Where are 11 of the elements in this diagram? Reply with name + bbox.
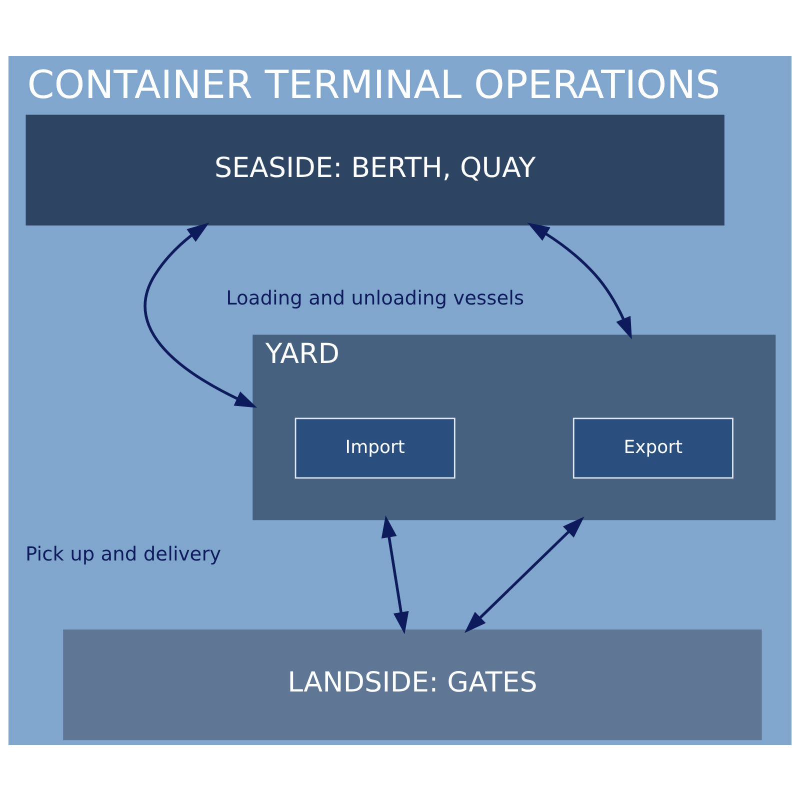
- arrow: [527, 222, 632, 340]
- label: Loading and unloading vessels: [226, 286, 524, 310]
- node-box: SEASIDE: BERTH, QUAY: [26, 114, 724, 226]
- arrow: [144, 222, 258, 408]
- arrow: [381, 515, 409, 634]
- node-box: Export: [572, 418, 734, 479]
- label: Pick up and delivery: [25, 542, 222, 566]
- arrow: [464, 516, 584, 633]
- node-box: Import: [294, 418, 456, 479]
- node-box: LANDSIDE: GATES: [63, 629, 762, 740]
- diagram-title: CONTAINER TERMINAL OPERATIONS: [27, 63, 720, 108]
